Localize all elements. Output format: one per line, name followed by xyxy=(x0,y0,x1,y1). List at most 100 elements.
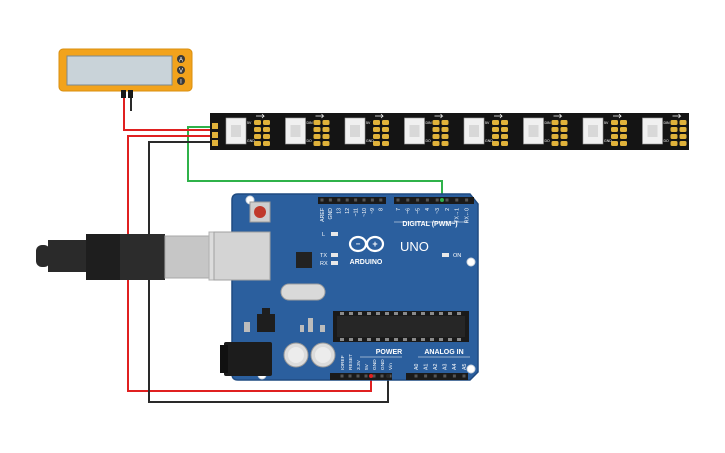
power-pin-label: RESET xyxy=(348,354,354,370)
direction-arrow-icon xyxy=(434,113,444,119)
header-pin[interactable] xyxy=(380,374,384,378)
led-strip-pad xyxy=(551,127,559,132)
led-strip-pad xyxy=(373,134,380,139)
digital-pin-label: ~11 xyxy=(353,208,359,217)
led-pixel-label: GND xyxy=(247,139,255,143)
header-pin[interactable] xyxy=(345,198,349,202)
header-pin[interactable] xyxy=(455,198,459,202)
header-pin[interactable] xyxy=(465,198,469,202)
reset-button[interactable] xyxy=(254,206,266,218)
header-pin[interactable] xyxy=(462,374,466,378)
button-i[interactable] xyxy=(177,77,185,85)
header-pin[interactable] xyxy=(320,198,324,202)
wire-5v-red[interactable] xyxy=(127,135,372,392)
analog-pin-label: A3 xyxy=(443,364,449,370)
chip-pin xyxy=(349,338,353,341)
chip-pin xyxy=(421,338,425,341)
header-pin[interactable] xyxy=(396,198,400,202)
power-pin-label: 5V xyxy=(364,363,370,370)
button-v[interactable] xyxy=(177,66,185,74)
header-pin[interactable] xyxy=(425,198,429,202)
led-strip-pad xyxy=(322,127,330,132)
header-pin[interactable] xyxy=(435,198,439,202)
model-label: UNO xyxy=(400,239,429,254)
led-strip-pad xyxy=(560,141,568,146)
led-pixel-lens xyxy=(588,125,598,137)
strip-pad-gnd[interactable] xyxy=(212,140,218,146)
led-strip-pad xyxy=(501,141,508,146)
power-header xyxy=(330,373,392,380)
header-pin[interactable] xyxy=(354,198,358,202)
power-supply[interactable]: A V I xyxy=(58,48,193,98)
led-pixel-label: DIN xyxy=(426,121,433,125)
led-pixel-lens xyxy=(647,125,658,137)
smd-part xyxy=(320,325,325,332)
header-pin[interactable] xyxy=(406,198,410,202)
header-pin[interactable] xyxy=(372,374,376,378)
digital-header-left xyxy=(318,197,386,204)
header-pin[interactable] xyxy=(356,374,360,378)
dc-barrel-jack xyxy=(224,342,272,376)
chip-pin xyxy=(358,312,362,315)
power-supply-terminal-negative[interactable] xyxy=(128,90,133,98)
led-strip-pad xyxy=(679,127,687,132)
header-pin[interactable] xyxy=(424,374,428,378)
chip-pin xyxy=(367,312,371,315)
direction-arrow-icon xyxy=(375,113,384,119)
chip-pin xyxy=(394,312,398,315)
mounting-hole xyxy=(466,364,476,374)
led-strip-pad xyxy=(263,127,270,132)
header-pin[interactable] xyxy=(328,198,332,202)
chip-pin xyxy=(439,338,443,341)
led-strip-pad xyxy=(322,141,330,146)
chip-pin xyxy=(367,338,371,341)
led-strip-pad xyxy=(551,134,559,139)
power-pin-label: GND xyxy=(380,359,386,370)
led-pixel-label: DO xyxy=(426,139,432,143)
wires xyxy=(123,96,443,403)
header-pin[interactable] xyxy=(452,374,456,378)
chip-pin xyxy=(376,312,380,315)
power-pin-label: GND xyxy=(372,359,378,370)
led-pixel-label: DO xyxy=(545,139,551,143)
direction-arrow-icon xyxy=(613,113,622,119)
digital-pin-label: 4 xyxy=(425,208,431,211)
power-supply-buttons: A V I xyxy=(177,55,185,86)
power-supply-screen xyxy=(66,55,173,86)
header-pin[interactable] xyxy=(379,198,383,202)
led-pixel-label: GND xyxy=(485,139,493,143)
strip-pad-din[interactable] xyxy=(212,123,218,129)
button-a[interactable] xyxy=(177,55,185,63)
wire-psu-red[interactable] xyxy=(123,96,216,131)
strip-pad-5v[interactable] xyxy=(212,132,218,138)
led-strip-pad xyxy=(670,141,678,146)
chip-pin xyxy=(340,338,344,341)
header-pin[interactable] xyxy=(414,374,418,378)
header-pin[interactable] xyxy=(364,374,368,378)
led-pixel-label: 5V xyxy=(485,121,490,125)
wire-tip-gnd xyxy=(386,374,390,378)
led-strip-pad xyxy=(382,127,389,132)
led-strip-pad xyxy=(560,120,568,125)
header-pin[interactable] xyxy=(340,374,344,378)
led-tx xyxy=(331,253,338,257)
usb-cable-end xyxy=(36,245,50,267)
wire-data-green[interactable] xyxy=(187,126,443,198)
header-pin[interactable] xyxy=(443,374,447,378)
header-pin[interactable] xyxy=(348,374,352,378)
power-supply-terminal-positive[interactable] xyxy=(121,90,126,98)
led-strip-pad xyxy=(313,141,321,146)
header-pin[interactable] xyxy=(445,198,449,202)
header-pin[interactable] xyxy=(370,198,374,202)
led-strip-pad xyxy=(492,141,499,146)
wire-gnd-black[interactable] xyxy=(148,141,389,403)
header-pin[interactable] xyxy=(337,198,341,202)
header-pin[interactable] xyxy=(416,198,420,202)
led-tx-label: TX xyxy=(320,253,327,259)
header-pin[interactable] xyxy=(362,198,366,202)
header-pin[interactable] xyxy=(433,374,437,378)
